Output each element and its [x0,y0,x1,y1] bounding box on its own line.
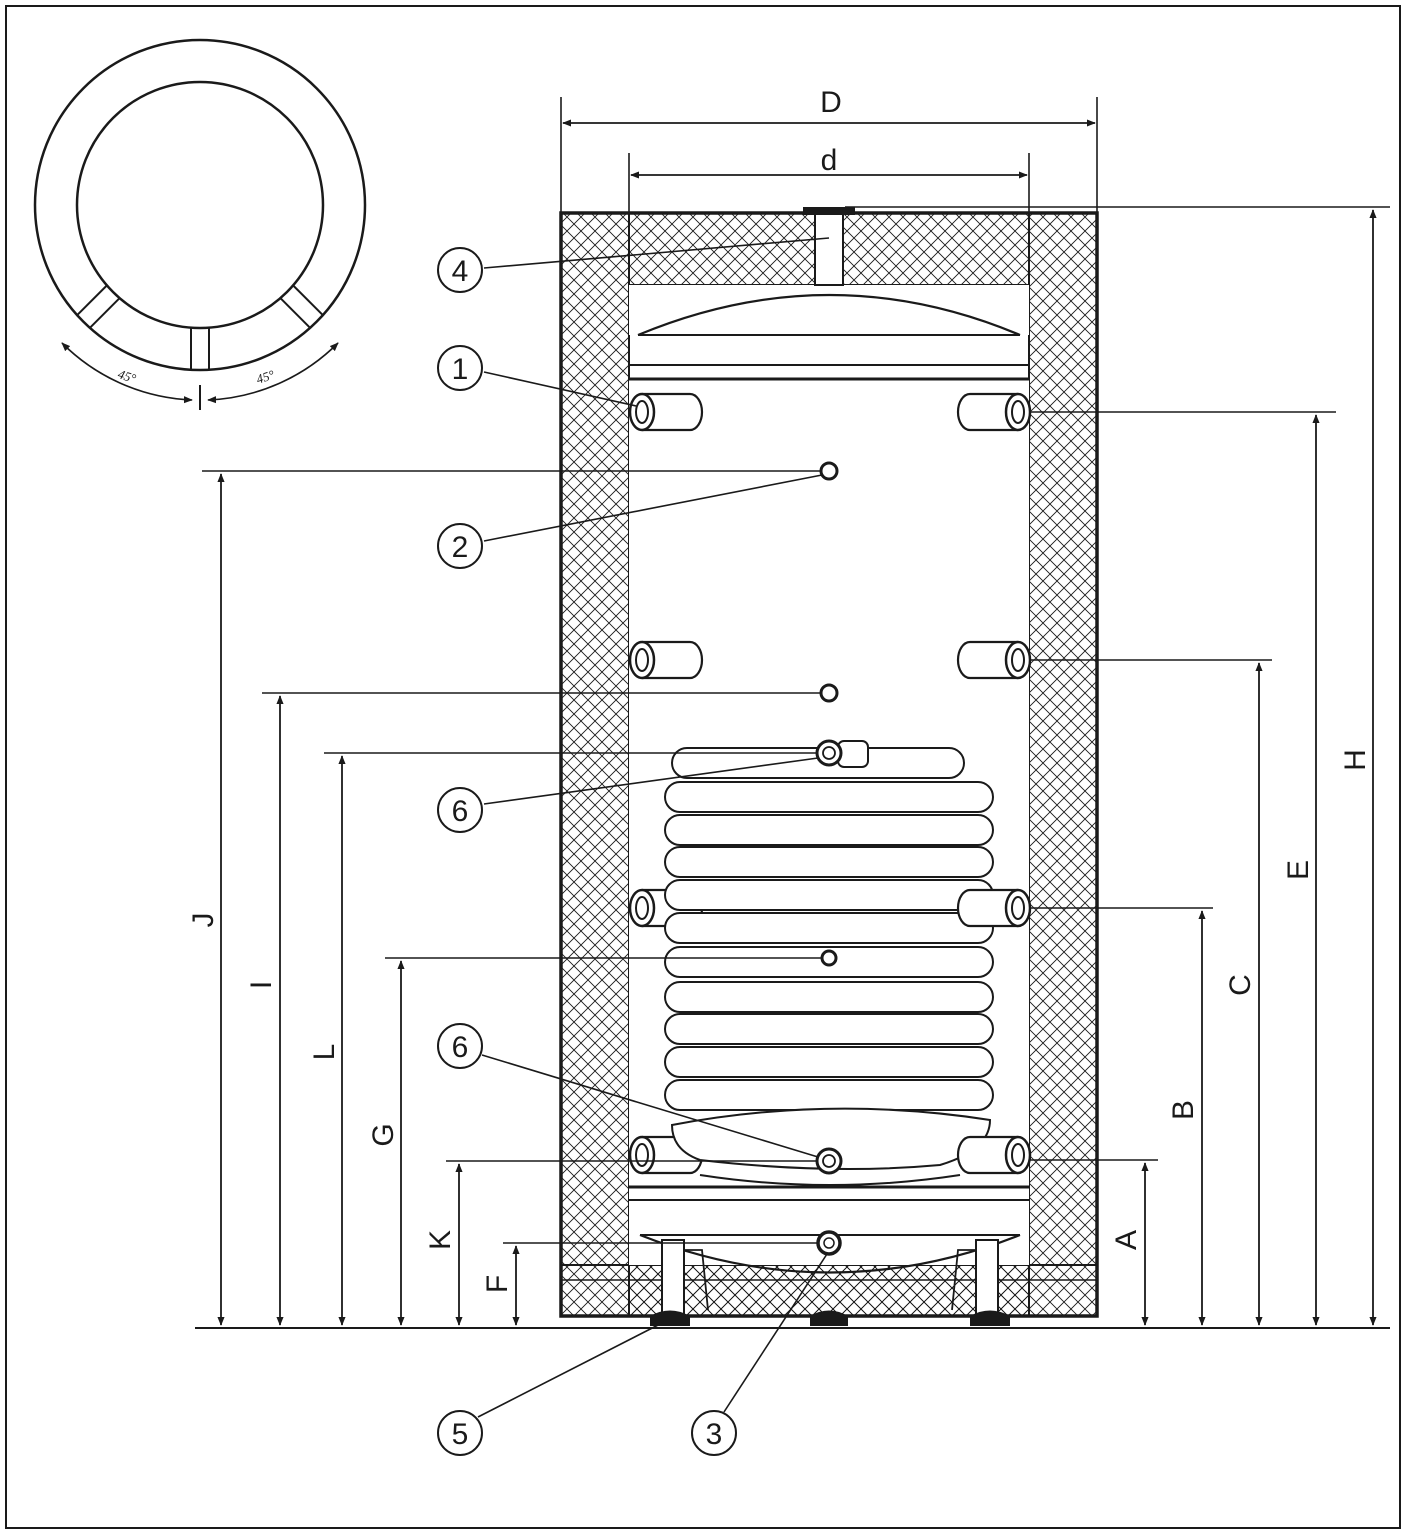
nozzle-left-1 [628,392,704,432]
dimension-F: F [481,1242,818,1326]
tank-feet [650,1239,1010,1326]
dim-label-K: K [424,1230,457,1250]
nozzle-right-3 [956,888,1032,928]
nozzle-left-2 [628,640,704,680]
nozzle-right-4 [956,1135,1032,1175]
foot-right [951,1239,1010,1326]
nozzle-right-1 [956,392,1032,432]
dim-label-D: D [820,86,842,119]
foot-left [650,1239,709,1326]
heating-coil [664,740,994,1186]
angle-arc-left [61,342,193,404]
plan-nozzle-left [76,284,121,329]
dimension-B: B [1030,907,1213,1326]
dimension-K: K [424,1160,816,1326]
dim-label-G: G [367,1123,400,1146]
dimension-I: I [245,692,820,1326]
dim-label-B: B [1167,1100,1200,1120]
page-frame [5,5,1401,1529]
coil-connections [815,739,843,1175]
callout-2: 2 [437,474,823,569]
dimension-G: G [367,957,821,1326]
dim-label-I: I [245,981,278,989]
top-vent-pipe [803,207,855,286]
dim-label-d: d [821,144,838,177]
callout-6-lower: 6 [437,1023,819,1158]
callout-1: 1 [437,345,637,407]
svg-text:1: 1 [452,353,469,386]
callout-3: 3 [691,1253,828,1456]
callout-6-upper: 6 [437,757,819,833]
dim-label-J: J [187,913,220,928]
dim-label-C: C [1224,974,1257,996]
plan-nozzle-center [190,328,210,370]
dimension-L: L [308,752,816,1326]
dimension-E: E [1030,411,1336,1326]
svg-text:4: 4 [452,255,469,288]
sensor-sockets [819,461,839,967]
foot-center [810,1310,848,1326]
svg-text:6: 6 [452,1031,469,1064]
angle-label-left: 45° [116,366,138,386]
angle-arc-right [207,342,339,404]
callout-4: 4 [437,237,830,293]
svg-text:3: 3 [706,1418,723,1451]
dimension-A: A [1030,1159,1158,1326]
angle-label-right: 45° [254,367,276,387]
dimension-C: C [1030,659,1272,1326]
dim-label-F: F [481,1275,514,1293]
drain-socket [816,1230,842,1256]
dimension-J: J [187,470,820,1326]
dim-label-A: A [1110,1230,1143,1250]
dimension-d: d [628,144,1030,213]
svg-text:5: 5 [452,1418,469,1451]
dim-label-E: E [1282,860,1315,880]
plan-view: 45° 45° [33,38,367,410]
svg-text:6: 6 [452,795,469,828]
dim-label-L: L [308,1044,341,1061]
dimension-D: D [560,86,1098,213]
plan-nozzle-right [279,284,324,329]
nozzle-right-2 [956,640,1032,680]
nozzles-right [956,392,1032,1175]
dimension-H: H [845,206,1390,1326]
dim-label-H: H [1339,749,1372,771]
callout-5: 5 [437,1321,665,1456]
svg-text:2: 2 [452,531,469,564]
nozzles-left [628,392,704,1175]
